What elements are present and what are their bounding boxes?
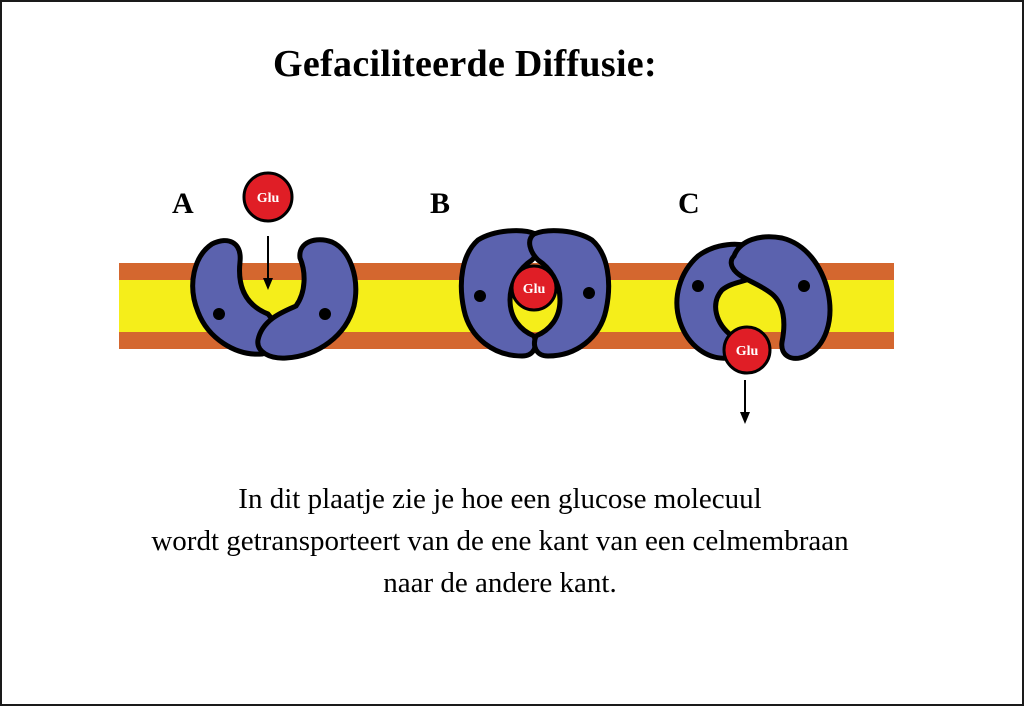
caption-line: wordt getransporteert van de ene kant va… — [151, 525, 849, 557]
binding-site-dot — [213, 308, 225, 320]
caption: In dit plaatje zie je hoe een glucose mo… — [0, 478, 1000, 604]
binding-site-dot — [692, 280, 704, 292]
glucose-label: Glu — [523, 282, 546, 297]
glucose-label: Glu — [257, 191, 280, 206]
glucose-molecule: Glu — [722, 325, 772, 375]
glucose-label: Glu — [736, 344, 759, 359]
stage-label-b: B — [430, 187, 450, 220]
transport-protein-right-half — [728, 234, 833, 361]
stage-a: A Glu — [172, 171, 359, 361]
glucose-circle — [510, 264, 558, 312]
binding-site-dot — [798, 280, 810, 292]
arrow-down-icon — [263, 236, 273, 290]
glucose-circle — [722, 325, 772, 375]
binding-site-dot — [583, 287, 595, 299]
transport-protein-left-half — [458, 228, 543, 359]
stage-label-c: C — [678, 187, 700, 220]
arrow-down-icon — [740, 380, 750, 424]
page-title: Gefaciliteerde Diffusie: — [273, 43, 657, 85]
glucose-molecule: Glu — [510, 264, 558, 312]
binding-site-dot — [474, 290, 486, 302]
stage-label-a: A — [172, 187, 194, 220]
stage-c: C Glu — [674, 187, 833, 424]
caption-line: naar de andere kant. — [383, 567, 617, 599]
glucose-circle — [242, 171, 294, 223]
glucose-molecule: Glu — [242, 171, 294, 223]
caption-line: In dit plaatje zie je hoe een glucose mo… — [238, 483, 762, 515]
binding-site-dot — [319, 308, 331, 320]
stage-b: B Glu — [430, 187, 612, 359]
transport-protein-right-half — [255, 237, 359, 361]
transport-protein-left-half — [190, 238, 280, 357]
transport-protein-right-half — [527, 228, 612, 359]
